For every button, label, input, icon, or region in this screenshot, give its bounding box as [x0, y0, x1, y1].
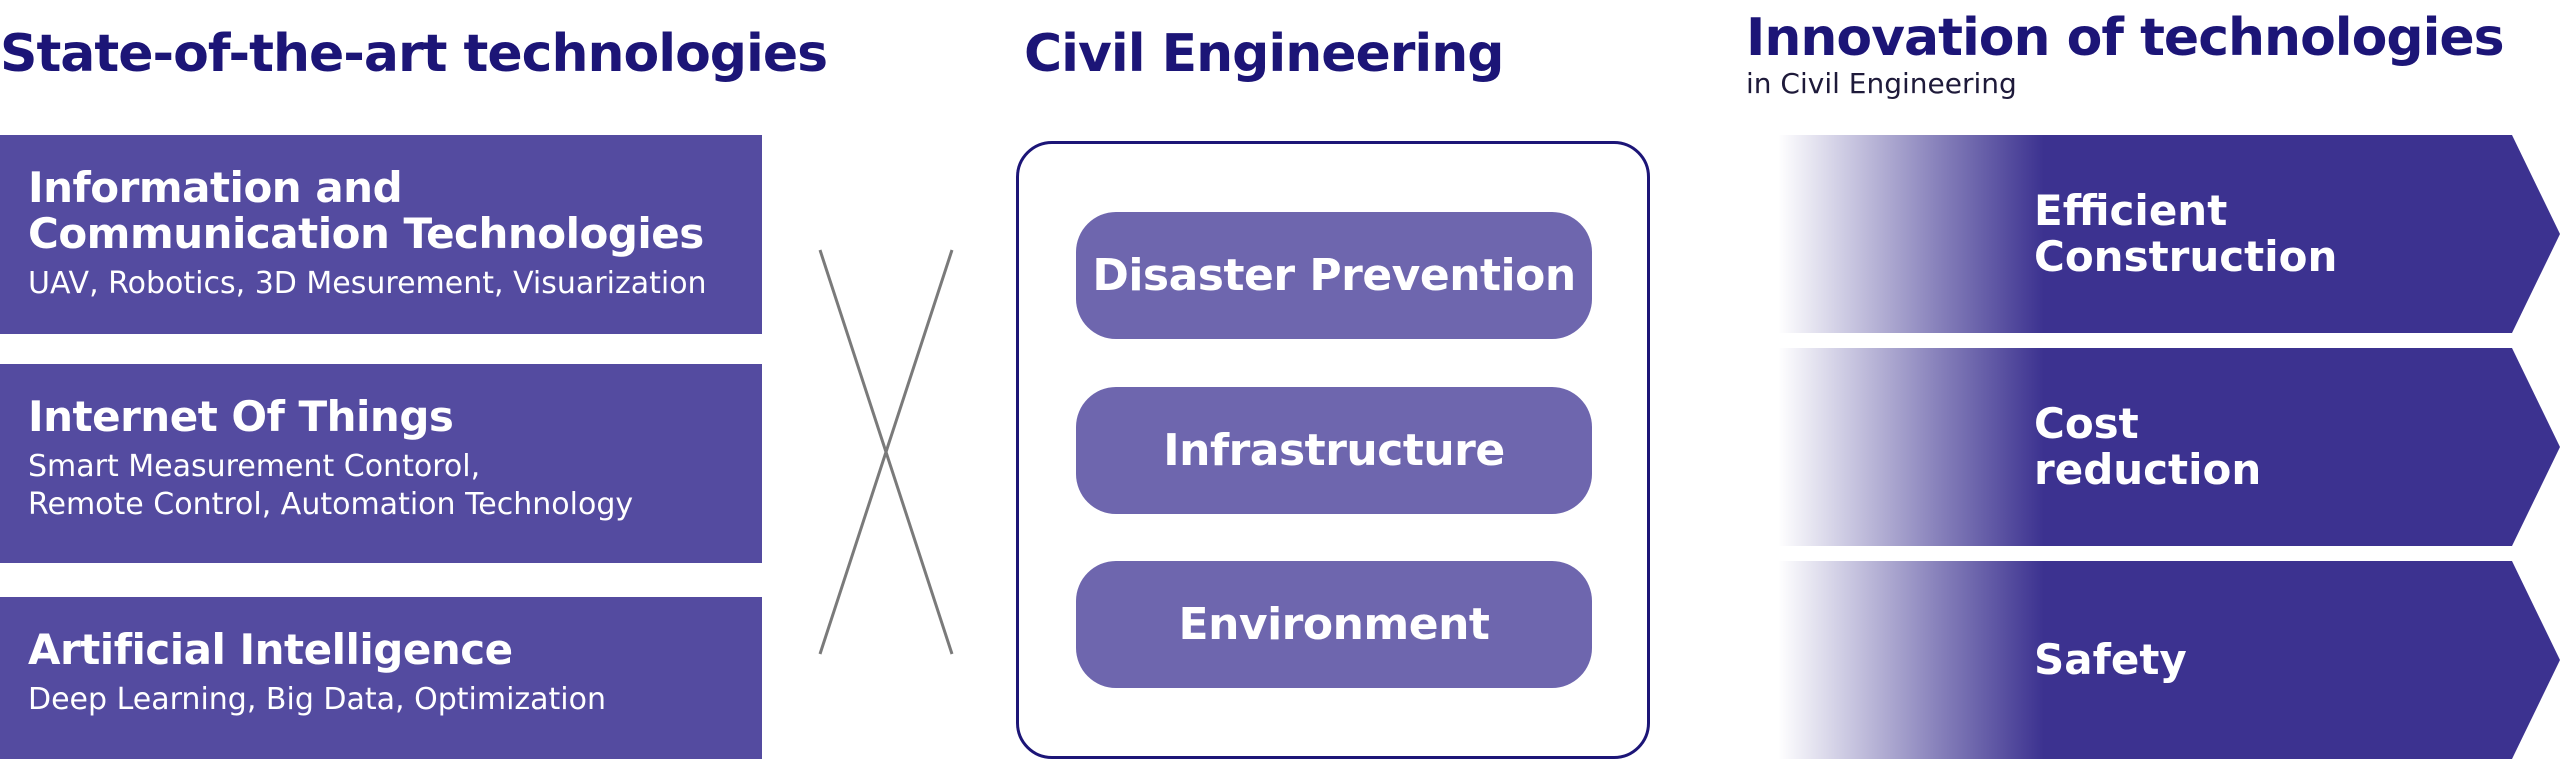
- right-heading: Innovation of technologies: [1746, 8, 2505, 68]
- tech-title-ict: Information and Communication Technologi…: [28, 163, 704, 258]
- ce-item-infrastructure: Infrastructure: [1076, 387, 1592, 514]
- chevron-label-safety: Safety: [2034, 635, 2187, 684]
- tech-box-ict: Information and Communication Technologi…: [0, 135, 762, 334]
- tech-title-ai: Artificial Intelligence: [28, 625, 513, 674]
- left-heading: State-of-the-art technologies: [0, 24, 828, 84]
- right-subheading: in Civil Engineering: [1746, 67, 2017, 100]
- chevron-shape: [1778, 135, 2560, 333]
- civil-engineering-frame: [1016, 141, 1650, 759]
- ce-item-environment: Environment: [1076, 561, 1592, 688]
- ce-item-disaster-prevention: Disaster Prevention: [1076, 212, 1592, 339]
- chevron-efficient-construction: Efficient Construction: [1778, 135, 2560, 333]
- tech-box-ai: Artificial Intelligence Deep Learning, B…: [0, 597, 762, 759]
- chevron-shape: [1778, 561, 2560, 759]
- chevron-safety: Safety: [1778, 561, 2560, 759]
- tech-desc-ict: UAV, Robotics, 3D Mesurement, Visuarizat…: [28, 266, 707, 301]
- tech-desc-iot: Smart Measurement Contorol, Remote Contr…: [28, 449, 634, 522]
- cross-line-up: [818, 249, 954, 655]
- center-heading: Civil Engineering: [1024, 24, 1504, 84]
- chevron-cost-reduction: Cost reduction: [1778, 348, 2560, 546]
- cross-connector: [818, 249, 954, 655]
- tech-desc-ai: Deep Learning, Big Data, Optimization: [28, 682, 607, 717]
- tech-title-iot: Internet Of Things: [28, 392, 454, 441]
- chevron-label-efficient-construction: Efficient Construction: [2034, 186, 2338, 281]
- chevron-shape: [1778, 348, 2560, 546]
- tech-box-iot: Internet Of Things Smart Measurement Con…: [0, 364, 762, 563]
- chevron-label-cost-reduction: Cost reduction: [2034, 399, 2262, 494]
